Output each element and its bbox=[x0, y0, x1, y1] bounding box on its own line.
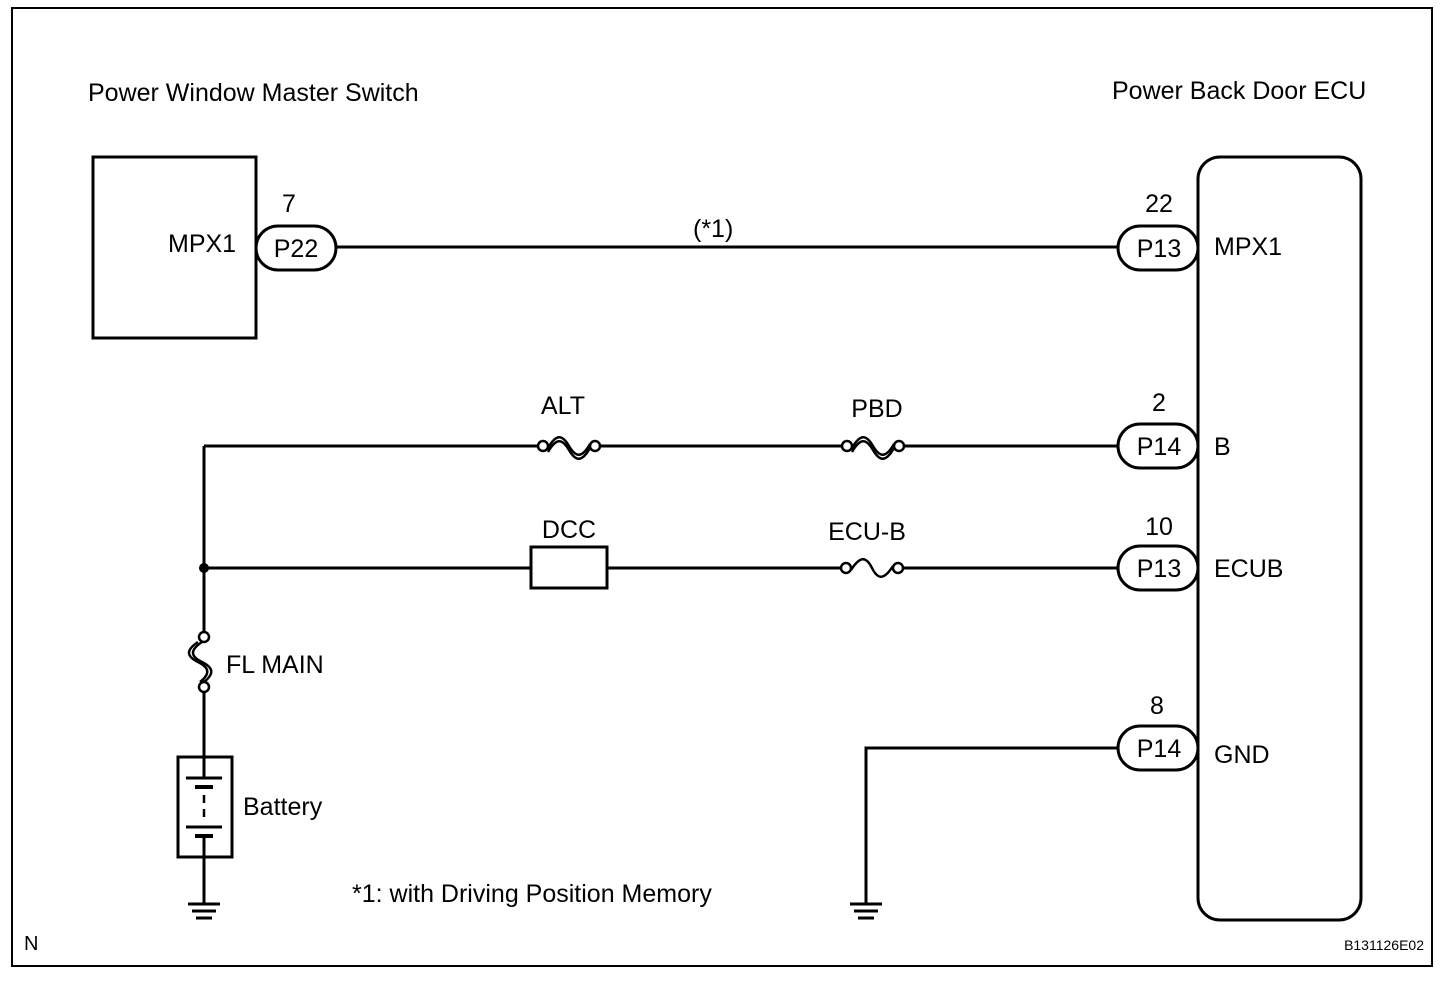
diagram-frame bbox=[11, 7, 1433, 967]
gnd-wire bbox=[864, 746, 1118, 904]
switch-pin-number: 7 bbox=[282, 190, 296, 218]
ecu-title: Power Back Door ECU bbox=[1112, 77, 1366, 105]
fl-main-fuse bbox=[187, 630, 213, 694]
ecu-ecub-terminal: ECUB bbox=[1214, 555, 1283, 583]
ecu-ecub-connector-label: P13 bbox=[1137, 555, 1181, 583]
ecu-b-connector bbox=[1116, 422, 1200, 470]
dcc-fuse-label: DCC bbox=[542, 516, 596, 544]
ecu-b-terminal: B bbox=[1214, 433, 1231, 461]
ecu-mpx1-connector-label: P13 bbox=[1137, 235, 1181, 263]
pbd-fuse bbox=[840, 436, 906, 460]
mpx1-wire-note: (*1) bbox=[693, 215, 733, 243]
ecu-b-fuse bbox=[839, 558, 905, 578]
switch-connector-label: P22 bbox=[274, 235, 318, 263]
ecu-ecub-pin-number: 10 bbox=[1145, 513, 1173, 541]
ecu-box bbox=[1196, 155, 1363, 922]
ecu-b-pin-number: 2 bbox=[1152, 389, 1166, 417]
ecu-gnd-connector bbox=[1116, 724, 1200, 772]
battery-symbol bbox=[176, 755, 234, 859]
corner-mark: N bbox=[24, 933, 38, 955]
master-switch-pin-label: MPX1 bbox=[168, 230, 236, 258]
footnote: *1: with Driving Position Memory bbox=[352, 880, 712, 908]
ecu-gnd-connector-label: P14 bbox=[1137, 735, 1182, 763]
figure-code: B131126E02 bbox=[1344, 937, 1424, 953]
ecu-b-fuse-label: ECU-B bbox=[828, 518, 906, 546]
alt-fuse-label: ALT bbox=[541, 392, 585, 420]
fl-main-fuse-label: FL MAIN bbox=[226, 651, 324, 679]
ecu-mpx1-terminal: MPX1 bbox=[1214, 233, 1282, 261]
ecu-ecub-connector bbox=[1116, 544, 1200, 592]
ecu-gnd-pin-number: 8 bbox=[1150, 692, 1164, 720]
ecu-mpx1-pin-number: 22 bbox=[1145, 190, 1173, 218]
ecu-b-connector-label: P14 bbox=[1137, 433, 1182, 461]
battery-label: Battery bbox=[243, 793, 323, 821]
switch-connector bbox=[254, 224, 338, 272]
alt-fuse bbox=[536, 436, 602, 460]
master-switch-box bbox=[91, 155, 258, 340]
battery-ground-icon bbox=[188, 902, 220, 920]
pbd-fuse-label: PBD bbox=[851, 395, 902, 423]
bus-junction bbox=[199, 563, 209, 573]
dcc-fuse bbox=[529, 545, 609, 590]
ecu-gnd-terminal: GND bbox=[1214, 741, 1270, 769]
master-switch-title: Power Window Master Switch bbox=[88, 79, 419, 107]
ecu-mpx1-connector bbox=[1116, 224, 1200, 272]
ecu-ground-icon bbox=[850, 902, 882, 920]
